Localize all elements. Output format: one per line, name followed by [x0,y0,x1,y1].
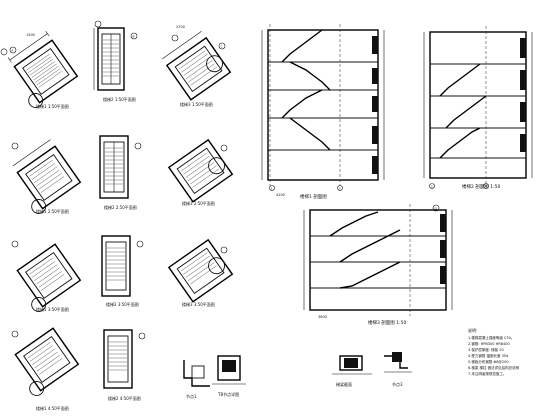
stair-section-2: 楼梯2 剖面图 1:50 [423,26,533,190]
plan-title: 楼梯1 4:50平面图 [36,405,69,411]
section-title: 楼梯1 剖面图 [300,193,327,200]
grid-label: 1 [271,186,273,190]
detail-2: TB节点详图 [212,355,246,397]
grid-label: D [435,207,438,211]
detail-3: 梯梁截面 [332,355,372,387]
stair-plan-1-3 [162,31,232,101]
grid-bubble [9,46,17,54]
detail-title: TB节点详图 [217,391,239,397]
grid-label: 3 [431,184,433,188]
stair-plan-1-1 [0,31,79,108]
stair-section-3: 楼梯3 剖面图 1:50 3600 [303,204,453,326]
dimension-text: 3600 [318,315,327,319]
plan-title: 楼梯2 3:50平面图 [106,301,139,307]
dimension-text: 1500 [26,33,35,37]
section-title: 楼梯3 剖面图 1:50 [368,319,406,326]
stair-plan-4-2 [103,329,146,389]
dimension-text: 2700 [176,25,185,29]
plan-title: 楼梯3 1:50平面图 [180,101,213,107]
general-notes: 说明: 1.楼梯混凝土强度等级 C30。 2.钢筋: HPB300 HRB400… [468,327,520,376]
note-line: 6.梯梁 梯柱 做法详见结构总说明 [468,365,520,370]
plan-title: 楼梯3 3:50平面图 [182,301,215,307]
stair-section-1: 楼梯1 剖面图 [261,24,385,200]
dimension-text: 4200 [276,193,285,197]
plan-title: 楼梯2 2:50平面图 [104,204,137,210]
note-line: 7.未注明者按规范施工。 [468,371,506,376]
plan-title: 楼梯2 1:50平面图 [103,96,136,102]
plan-title: 楼梯2 4:50平面图 [108,395,141,401]
note-line: 2.钢筋: HPB300 HRB400 [468,341,510,346]
note-line: 1.楼梯混凝土强度等级 C30。 [468,335,514,340]
stair-plan-3-1 [16,243,82,312]
detail-title: 节点3 [392,381,403,387]
section-title: 楼梯2 剖面图 1:50 [462,183,500,190]
detail-4: 节点3 [384,352,412,387]
stair-plan-3-2 [101,235,144,297]
note-line: 4.受力钢筋 锚固长度 35d [468,353,508,358]
plan-title: 楼梯1 3:50平面图 [36,306,69,312]
grid-label: B [133,35,135,39]
stair-plan-1-2 [93,20,138,91]
plan-title: 楼梯1 2:50平面图 [36,208,69,214]
grid-label: 2 [339,186,341,190]
stair-plan-4-1 [14,327,80,396]
note-line: 5.梯板分布钢筋 Φ8@200 [468,359,509,364]
grid-label: A [12,49,15,53]
stair-plan-3-3 [167,238,234,303]
grid-label: 4 [485,184,487,188]
detail-title: 梯梁截面 [336,381,352,387]
notes-heading: 说明: [468,327,477,333]
plan-title: 楼梯3 2:50平面图 [182,200,215,206]
detail-1: 节点1 [183,360,210,399]
detail-title: 节点1 [186,393,197,399]
stair-plan-2-2 [99,135,142,199]
stair-plan-2-3 [167,138,234,203]
plan-title: 楼梯1 1:50平面图 [36,103,69,109]
note-line: 3.保护层厚度: 梯板 20 [468,347,504,352]
grid-label: C [221,45,223,49]
stair-plan-2-1 [12,139,82,214]
